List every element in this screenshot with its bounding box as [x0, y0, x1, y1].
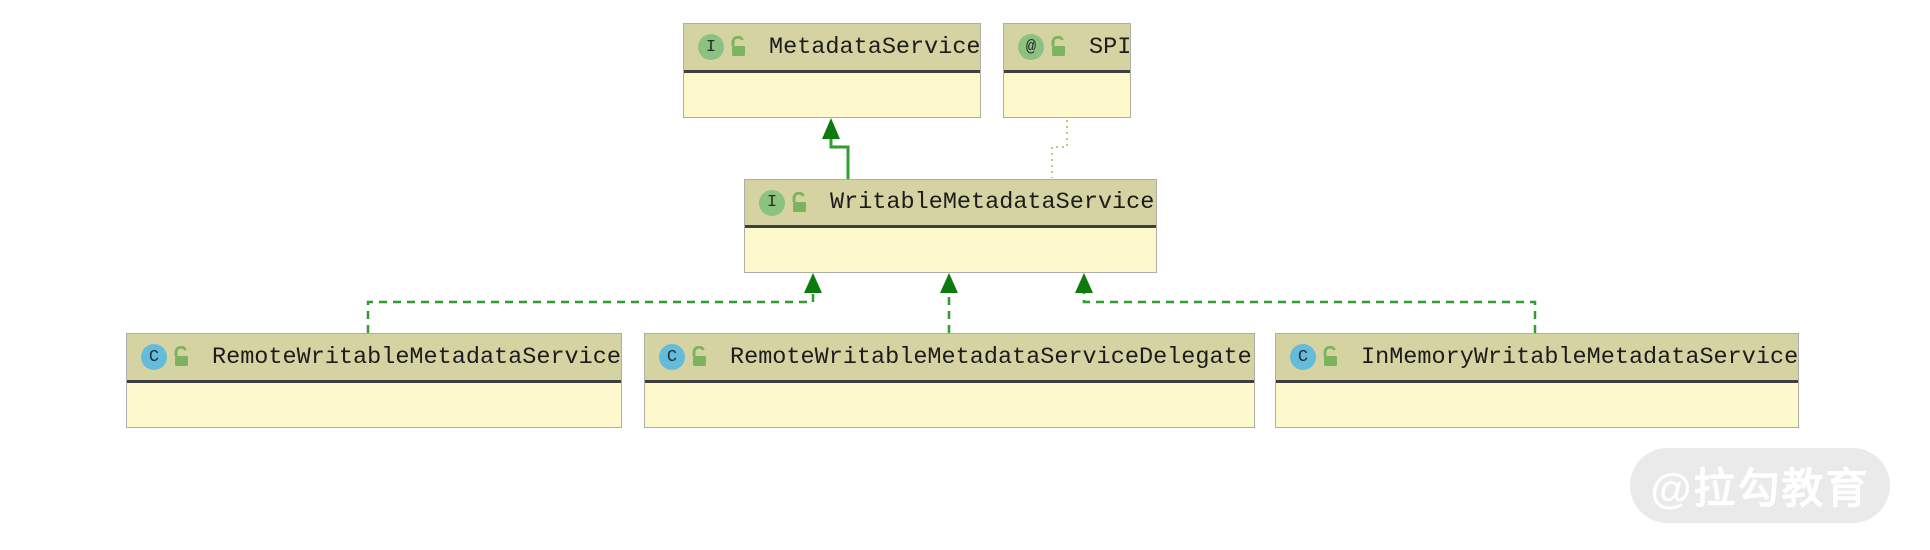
edge-annotation-spi [1051, 120, 1068, 178]
node-body [684, 73, 980, 117]
node-label: WritableMetadataService [830, 189, 1155, 216]
annotation-icon: @ [1018, 34, 1044, 60]
node-remotewritablemetadataservicedelegate[interactable]: C RemoteWritableMetadataServiceDelegate [644, 333, 1255, 428]
node-spi[interactable]: @ SPI [1003, 23, 1131, 118]
node-body [1276, 383, 1798, 427]
public-lock-icon [174, 346, 188, 366]
edge-implements-inmemory [1075, 273, 1537, 333]
node-header: I MetadataService [684, 24, 981, 73]
node-body [127, 383, 621, 427]
node-header: C RemoteWritableMetadataService [127, 334, 621, 383]
public-lock-icon [731, 36, 745, 56]
class-icon: C [659, 344, 685, 370]
node-label: RemoteWritableMetadataServiceDelegate [730, 343, 1252, 371]
node-label: RemoteWritableMetadataService [212, 343, 621, 371]
node-remotewritablemetadataservice[interactable]: C RemoteWritableMetadataService [126, 333, 622, 428]
node-label: SPI [1089, 33, 1132, 61]
node-body [1004, 73, 1130, 117]
interface-icon: I [698, 34, 724, 60]
watermark-badge: @拉勾教育 [1630, 448, 1890, 523]
node-header: @ SPI [1004, 24, 1132, 73]
node-body [645, 383, 1254, 427]
node-label: MetadataService [769, 33, 981, 61]
interface-icon: I [759, 189, 785, 216]
class-icon: C [141, 344, 167, 370]
node-header: C RemoteWritableMetadataServiceDelegate [645, 334, 1254, 383]
node-body [745, 228, 1156, 272]
public-lock-icon [792, 191, 806, 212]
node-header: C InMemoryWritableMetadataService [1276, 334, 1798, 383]
node-label: InMemoryWritableMetadataService [1361, 343, 1799, 371]
public-lock-icon [1051, 36, 1065, 56]
public-lock-icon [1323, 346, 1337, 366]
node-writablemetadataservice[interactable]: I WritableMetadataService [744, 179, 1157, 273]
edge-implements-delegate [940, 273, 958, 333]
edge-extends-metadataservice [822, 118, 850, 179]
node-inmemorywritablemetadataservice[interactable]: C InMemoryWritableMetadataService [1275, 333, 1799, 428]
node-metadataservice[interactable]: I MetadataService [683, 23, 981, 118]
node-header: I WritableMetadataService [745, 180, 1156, 228]
public-lock-icon [692, 346, 706, 366]
edge-implements-remote [366, 273, 822, 333]
class-icon: C [1290, 344, 1316, 370]
